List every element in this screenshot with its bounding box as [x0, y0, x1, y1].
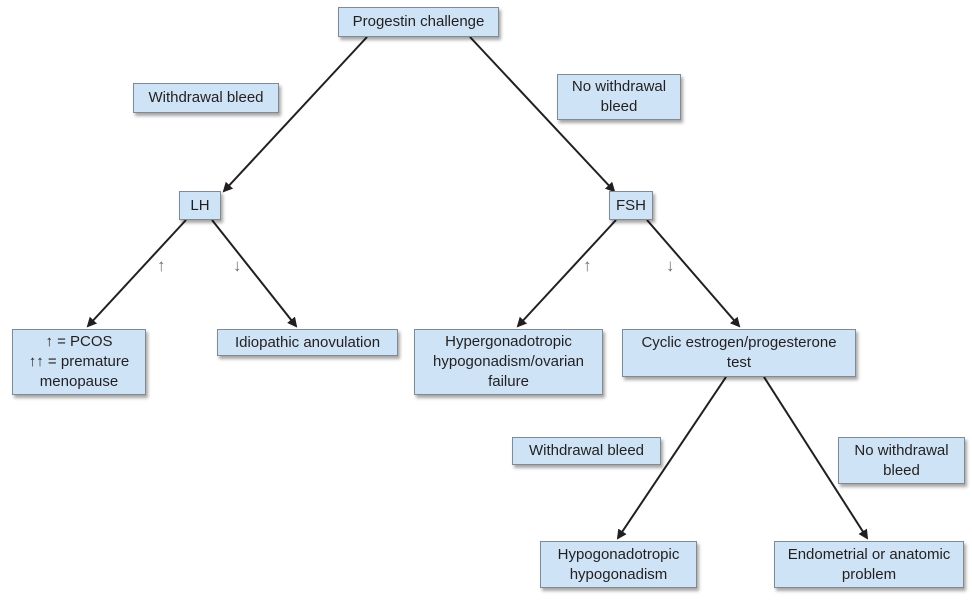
node-label-line: hypogonadism	[569, 565, 668, 583]
node-label-line: ↑↑ = premature	[28, 353, 130, 370]
node-label: Idiopathic anovulation	[234, 333, 381, 351]
node-pcos-premature-menopause: ↑ = PCOS ↑↑ = premature menopause	[12, 329, 146, 395]
node-label-line: problem	[841, 565, 897, 583]
arrow-cyclic-to-hypogonadotropic	[616, 376, 727, 540]
arrow-lh-to-pcos	[86, 219, 187, 328]
node-label: Progestin challenge	[352, 13, 485, 30]
node-label-line: ↑ = PCOS	[45, 333, 113, 350]
arrow-cyclic-to-endometrial	[763, 376, 869, 540]
arrow-lh-to-idiopathic	[211, 219, 298, 328]
node-label-line: Hypergonadotropic	[445, 333, 572, 350]
node-endometrial-anatomic-problem: Endometrial or anatomic problem	[774, 541, 964, 588]
node-label-line: menopause	[39, 373, 119, 390]
arrow-progestin-to-lh	[222, 36, 368, 193]
label-withdrawal-bleed-left: Withdrawal bleed	[133, 83, 279, 113]
node-label-line: bleed	[883, 461, 920, 479]
node-label-line: Cyclic estrogen/progesterone	[641, 334, 837, 351]
arrow-fsh-to-cyclic	[646, 219, 741, 328]
arrow-progestin-to-fsh	[469, 36, 616, 193]
node-hypergonadotropic-hypogonadism: Hypergonadotropic hypogonadism/ovarian f…	[414, 329, 603, 395]
node-label: Withdrawal bleed	[148, 89, 264, 106]
node-cyclic-estrogen-progesterone-test: Cyclic estrogen/progesterone test	[622, 329, 856, 377]
node-progestin-challenge: Progestin challenge	[338, 7, 499, 37]
node-lh: LH	[179, 191, 221, 220]
node-label-line: test	[726, 354, 752, 371]
node-label: FSH	[616, 196, 646, 214]
node-label: Withdrawal bleed	[528, 442, 645, 459]
node-label: LH	[190, 196, 210, 214]
label-withdrawal-bleed-lower: Withdrawal bleed	[512, 437, 661, 465]
node-label-line: Endometrial or anatomic	[787, 545, 951, 563]
fsh-decrease-arrow-icon: ↓	[666, 256, 675, 275]
node-hypogonadotropic-hypogonadism: Hypogonadotropic hypogonadism	[540, 541, 697, 588]
lh-increase-arrow-icon: ↑	[157, 256, 166, 275]
node-label-line: Hypogonadotropic	[557, 545, 680, 563]
label-no-withdrawal-bleed-lower: No withdrawal bleed	[838, 437, 965, 484]
node-label-line: hypogonadism/ovarian	[433, 353, 584, 370]
node-fsh: FSH	[609, 191, 653, 220]
label-no-withdrawal-bleed-right: No withdrawal bleed	[557, 74, 681, 120]
lh-decrease-arrow-icon: ↓	[233, 256, 242, 275]
node-label-line: bleed	[600, 98, 638, 115]
arrow-fsh-to-hypergonadotropic	[516, 219, 617, 328]
fsh-increase-arrow-icon: ↑	[583, 256, 592, 275]
node-label-line: No withdrawal	[854, 441, 949, 459]
node-label-line: No withdrawal	[571, 78, 667, 95]
node-label-line: failure	[488, 373, 529, 390]
node-idiopathic-anovulation: Idiopathic anovulation	[217, 329, 398, 356]
